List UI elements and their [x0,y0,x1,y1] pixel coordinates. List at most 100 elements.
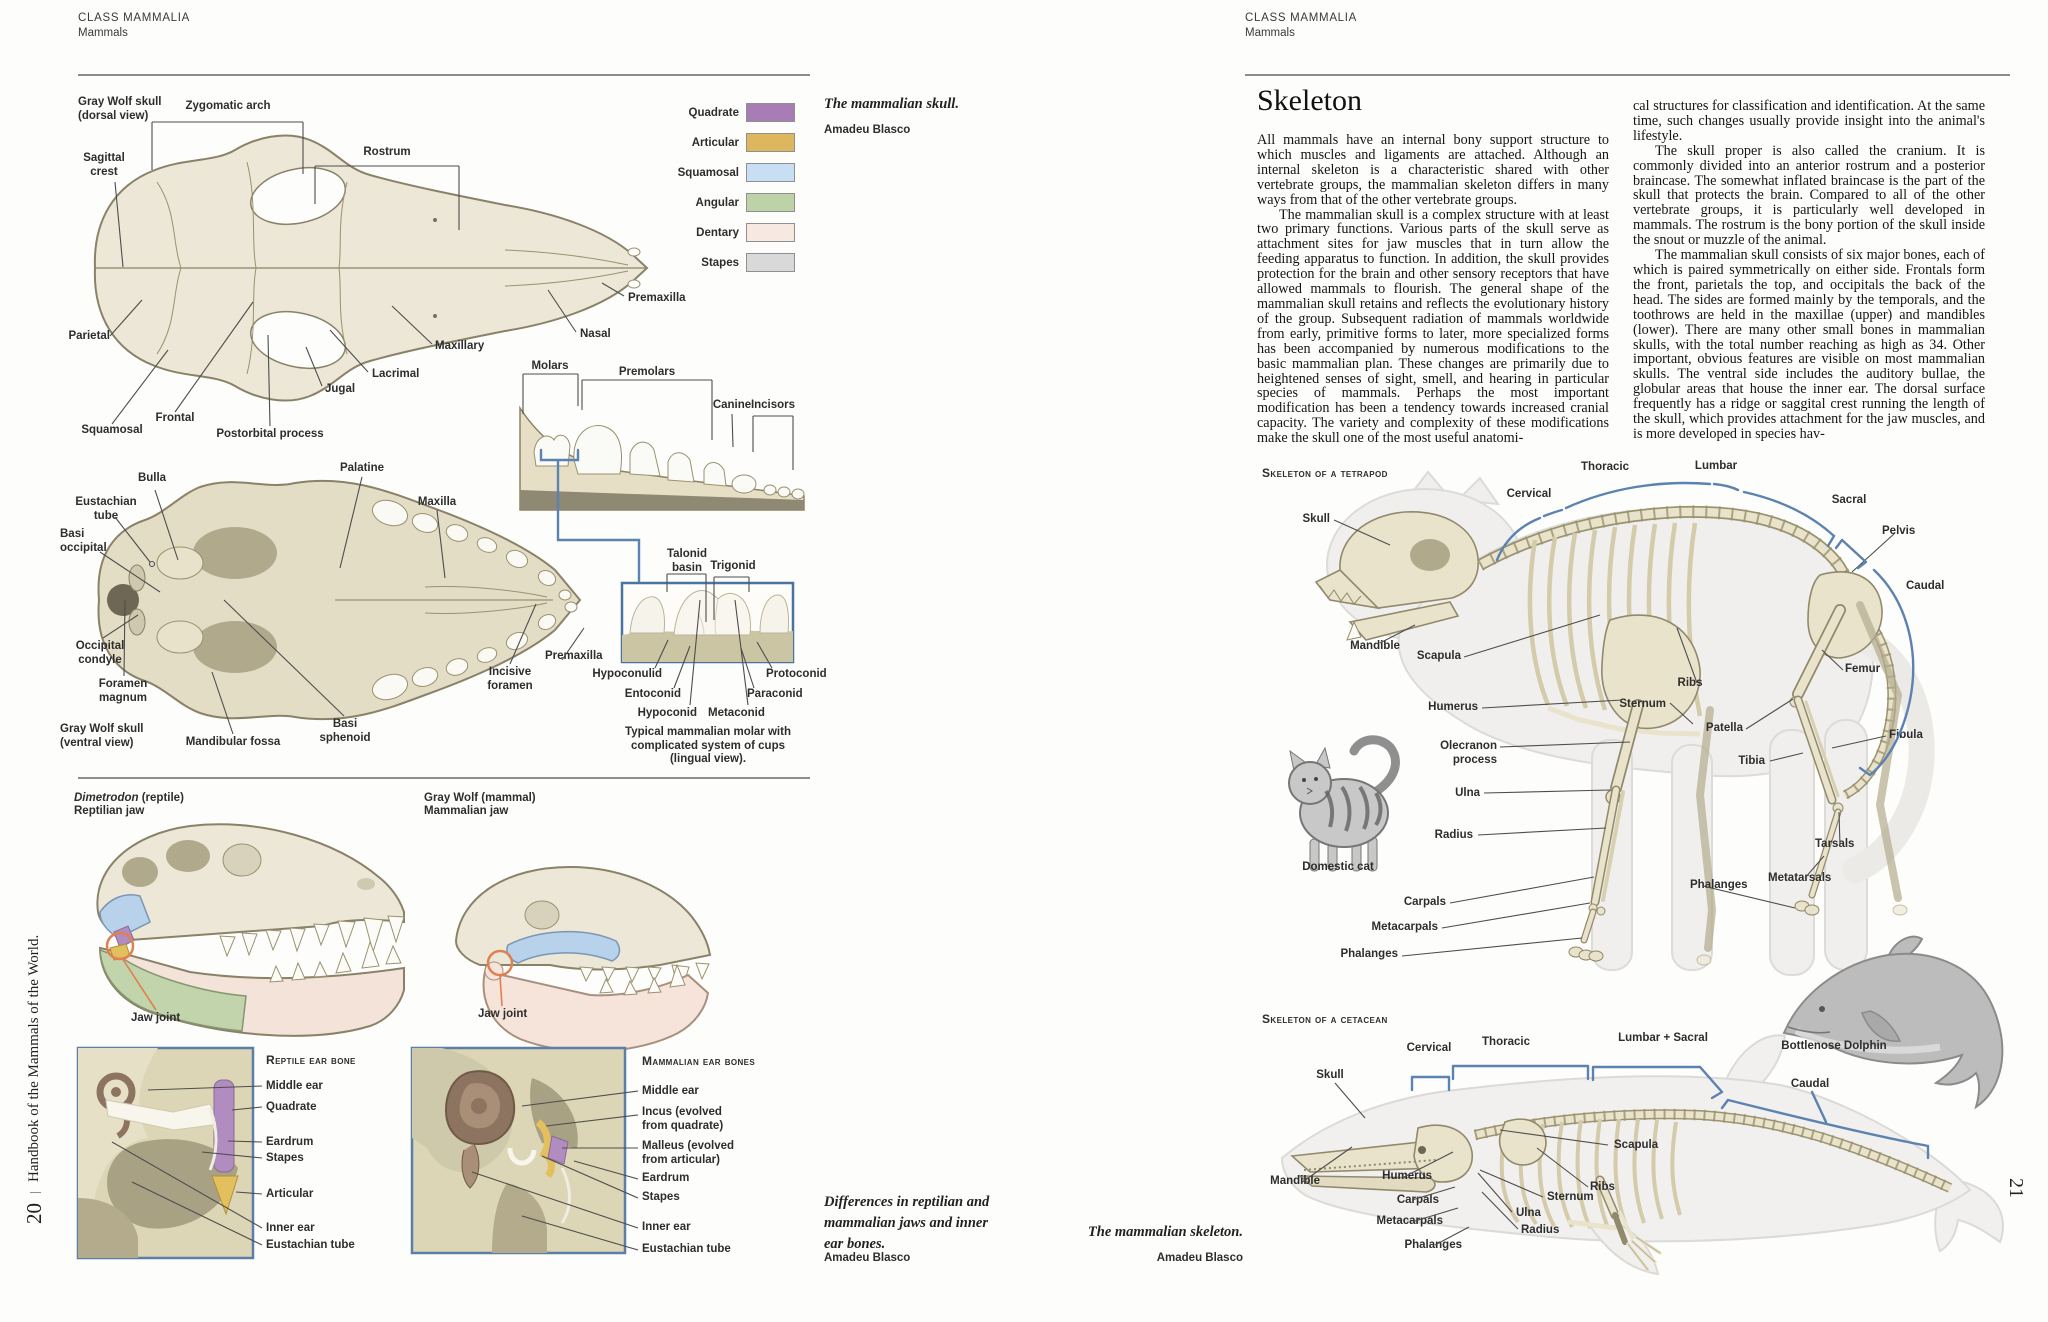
label-rep-middle-ear: Middle ear [266,1080,323,1092]
ear-figure-credit: Amadeu Blasco [824,1252,911,1264]
label-cat-lumbar: Lumbar [1694,460,1738,472]
paragraph: cal structures for classification and id… [1633,98,1985,144]
label-mam-inner-ear: Inner ear [642,1221,691,1233]
label-bottlenose-dolphin: Bottlenose Dolphin [1781,1040,1887,1052]
paragraph: The mammalian skull is a complex structu… [1257,206,1609,447]
label-mam-malleus: Malleus (evolved from articular) [642,1140,735,1166]
label-cat-phalanges-fore: Phalanges [1340,948,1398,960]
label-hypoconid: Hypoconid [637,707,697,719]
label-dol-ribs: Ribs [1590,1181,1615,1193]
mammal-ear-illustration [410,1046,627,1255]
label-incisors: Incisors [750,399,796,411]
label-dol-radius: Radius [1521,1224,1560,1236]
label-mam-incus: Incus (evolved from quadrate) [642,1106,724,1132]
dimetrodon-qualifier: (reptile) [138,792,184,804]
left-spine-text: 20 | Handbook of the Mammals of the Worl… [22,928,47,1224]
label-hypoconulid: Hypoconulid [592,668,662,680]
label-dol-lumbar-sacral: Lumbar + Sacral [1618,1032,1708,1044]
legend-row: Quadrate [653,103,795,122]
dimetrodon-genus: Dimetrodon [74,792,139,804]
label-rep-articular: Articular [266,1188,314,1200]
label-cat-femur: Femur [1845,663,1881,675]
legend-swatch-squamosal [746,163,795,182]
legend-label: Angular [695,196,739,209]
label-cat-olecranon: Olecranon process [1440,740,1497,766]
skull-figure-caption: The mammalian skull. [824,96,959,112]
legend-label: Quadrate [688,106,740,119]
article-heading: Skeleton [1257,84,1362,117]
legend-label: Dentary [696,226,739,239]
label-rep-quadrate: Quadrate [266,1101,317,1113]
legend-row: Dentary [653,223,795,242]
label-cat-phalanges-hind: Phalanges [1690,879,1748,891]
label-dol-sternum: Sternum [1547,1191,1594,1203]
label-maxillary: Maxillary [435,340,485,352]
left-page-number: 20 [22,1203,46,1224]
label-cat-ribs: Ribs [1677,677,1703,689]
label-postorbital-process: Postorbital process [216,428,324,440]
label-entoconid: Entoconid [624,688,681,700]
label-dol-metacarpals: Metacarpals [1376,1215,1443,1227]
label-squamosal: Squamosal [81,424,143,436]
right-header-rule [1245,74,2010,76]
label-nasal: Nasal [580,328,611,340]
label-eustachian-tube: Eustachian tube [75,496,137,522]
label-premaxilla-dorsal: Premaxilla [628,292,686,304]
paragraph: The mammalian skull consists of six majo… [1633,247,1985,442]
bottlenose-dolphin-illustration [1782,935,2004,1110]
label-jugal: Jugal [325,383,356,395]
label-rep-stapes: Stapes [266,1152,304,1164]
label-incisive-foramen: Incisive foramen [487,666,533,692]
label-dol-thoracic: Thoracic [1482,1036,1530,1048]
label-cat-sacral: Sacral [1831,494,1867,506]
label-cat-carpals: Carpals [1403,896,1446,908]
toothrow-inset-illustration [519,405,805,511]
left-page-kicker: CLASS MAMMALIA [78,12,191,24]
label-rep-eustachian: Eustachian tube [266,1239,355,1251]
label-ventral-title: Gray Wolf skull (ventral view) [60,723,144,749]
label-basi-occipital: Basi occipital [60,528,107,554]
label-cat-metacarpals: Metacarpals [1371,921,1438,933]
legend-swatch-dentary [746,223,795,242]
label-mam-middle-ear: Middle ear [642,1085,699,1097]
legend-row: Articular [653,133,795,152]
label-mam-stapes: Stapes [642,1191,680,1203]
right-page-kicker: CLASS MAMMALIA [1245,12,1358,24]
label-cat-ulna: Ulna [1455,787,1480,799]
label-premaxilla-ventral: Premaxilla [545,650,603,662]
heading-mammalian-ear-bones: Mammalian ear bones [642,1054,756,1068]
label-cat-mandible: Mandible [1350,640,1400,652]
label-zygomatic-arch: Zygomatic arch [185,100,271,112]
legend-row: Stapes [653,253,795,272]
label-cat-fibula: Fibula [1889,729,1923,741]
label-molar-note: Typical mammalian molar with complicated… [625,726,791,766]
label-rep-inner-ear: Inner ear [266,1222,315,1234]
article-column-2: cal structures for classification and id… [1633,99,1985,442]
label-dol-caudal: Caudal [1790,1078,1830,1090]
spine-title: Handbook of the Mammals of the World. [26,935,42,1183]
label-cat-sternum: Sternum [1619,698,1666,710]
left-header-rule [78,74,810,76]
label-cat-tibia: Tibia [1738,755,1765,767]
label-domestic-cat: Domestic cat [1302,861,1374,873]
right-page-number: 21 [2005,1178,2027,1198]
heading-reptile-ear-bone: Reptile ear bone [266,1053,356,1067]
label-cat-thoracic: Thoracic [1581,461,1629,473]
skull-figure-credit: Amadeu Blasco [824,124,911,136]
label-palatine: Palatine [339,462,385,474]
wolf-jaw-illustration [454,865,712,1053]
right-page-subtitle: Mammals [1245,27,1295,39]
legend-swatch-articular [746,133,795,152]
skeleton-figure-credit: Amadeu Blasco [1156,1252,1243,1264]
label-jaw-joint-reptile: Jaw joint [131,1012,181,1024]
label-occipital-condyle: Occipital condyle [75,640,125,666]
legend-row: Angular [653,193,795,212]
label-dol-ulna: Ulna [1516,1207,1541,1219]
label-dimetrodon-title: Dimetrodon (reptile) [74,792,184,806]
label-cat-scapula: Scapula [1416,650,1461,662]
ear-figure-caption: Differences in reptilian and mammalian j… [824,1194,990,1253]
paragraph: The skull proper is also called the cran… [1633,142,1985,249]
label-basi-sphenoid: Basi sphenoid [319,718,371,744]
legend-label: Stapes [701,256,739,269]
